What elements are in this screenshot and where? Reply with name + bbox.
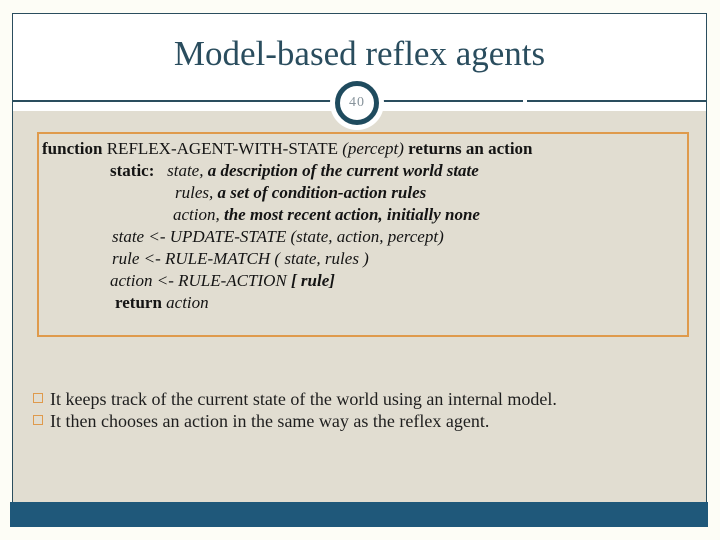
code-segment: rule <- RULE-MATCH ( state, rules )	[112, 249, 369, 268]
slide-number-badge: 40	[335, 81, 379, 125]
code-segment: action,	[173, 205, 220, 224]
code-segment: action	[166, 293, 209, 312]
bullet-list: It keeps track of the current state of t…	[33, 388, 693, 432]
code-segment: state,	[167, 161, 204, 180]
slide-title: Model-based reflex agents	[173, 34, 546, 73]
bullet-text: It keeps track of the current state of t…	[50, 389, 557, 409]
code-segment: (percept)	[342, 139, 404, 158]
code-segment: the most recent action, initially none	[219, 205, 480, 224]
code-segment: rules,	[175, 183, 214, 202]
code-line: action <- RULE-ACTION [ rule]	[39, 270, 687, 292]
code-line: action, the most recent action, initiall…	[39, 204, 687, 226]
code-lines: function REFLEX-AGENT-WITH-STATE (percep…	[39, 138, 687, 314]
code-segment: action <- RULE-ACTION	[110, 271, 291, 290]
code-segment: return	[115, 293, 167, 312]
code-line: function REFLEX-AGENT-WITH-STATE (percep…	[39, 138, 687, 160]
code-segment: returns an action	[408, 139, 533, 158]
title-divider-gap	[523, 100, 527, 102]
code-segment: REFLEX-AGENT-WITH-STATE	[106, 139, 343, 158]
bullet-square-icon	[33, 415, 43, 425]
code-segment: state <- UPDATE-STATE (state, action, pe…	[112, 227, 444, 246]
bullet-item: It then chooses an action in the same wa…	[33, 410, 693, 432]
slide-body-background	[13, 111, 706, 502]
code-segment: a set of condition-action rules	[213, 183, 427, 202]
footer-bar	[10, 502, 708, 527]
code-segment: [ rule]	[291, 271, 335, 290]
slide-number: 40	[349, 95, 365, 110]
bullet-text: It then chooses an action in the same wa…	[50, 411, 490, 431]
code-segment: a description of the current world state	[203, 161, 479, 180]
bullet-square-icon	[33, 393, 43, 403]
bullet-item: It keeps track of the current state of t…	[33, 388, 693, 410]
code-line: rule <- RULE-MATCH ( state, rules )	[39, 248, 687, 270]
code-line: state <- UPDATE-STATE (state, action, pe…	[39, 226, 687, 248]
code-line: rules, a set of condition-action rules	[39, 182, 687, 204]
pseudocode-box: function REFLEX-AGENT-WITH-STATE (percep…	[37, 132, 689, 337]
code-segment: function	[42, 139, 107, 158]
code-line: return action	[39, 292, 687, 314]
code-segment: static:	[110, 161, 155, 180]
code-segment	[154, 161, 167, 180]
code-line: static: state, a description of the curr…	[39, 160, 687, 182]
